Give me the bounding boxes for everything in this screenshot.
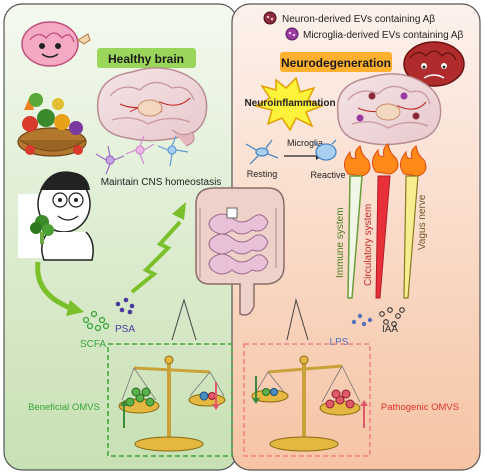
microglia-label: Microglia [287, 138, 323, 148]
psa-molecules [115, 297, 135, 315]
signal-zigzag-arrow [130, 220, 182, 294]
scfa-label: SCFA [80, 339, 106, 350]
iaa-molecules [379, 307, 405, 327]
legend-microglia-evs: Microglia-derived EVs containing Aβ [303, 30, 464, 41]
homeostasis-label: Maintain CNS homeostasis [101, 177, 222, 188]
left-scale-hanger [171, 298, 197, 341]
reactive-microglia-icon [313, 139, 337, 161]
reactive-label: Reactive [310, 170, 345, 180]
beneficial-label: Beneficial OMVS [28, 402, 100, 413]
vagus-nerve-label: Vagus nerve [417, 194, 428, 250]
signal-zigzag-head [172, 202, 186, 220]
immune-system-pathway [347, 175, 363, 299]
healthy-brain-illustration [96, 67, 208, 147]
legend-neuron-evs: Neuron-derived EVs containing Aβ [282, 14, 435, 25]
lps-label: LPS [330, 337, 349, 348]
lps-molecules [351, 313, 373, 327]
neuron-ev-icon [263, 11, 277, 25]
microglia-ev-icon [285, 27, 299, 41]
circulatory-system-pathway [375, 175, 391, 299]
sad-brain-icon [403, 41, 465, 87]
neuroinflammation-label: Neuroinflammation [244, 98, 335, 109]
immune-system-label: Immune system [335, 207, 346, 278]
beneficial-box [107, 343, 233, 457]
scfa-molecules [82, 310, 110, 332]
right-scale-hanger [286, 298, 309, 341]
inflammation-burst [254, 76, 325, 132]
pathogenic-label: Pathogenic OMVS [381, 402, 459, 413]
intestine-illustration [195, 187, 285, 316]
psa-label: PSA [115, 324, 135, 335]
neurodegeneration-title: Neurodegeneration [281, 56, 391, 70]
gut-arrow-head [66, 300, 84, 316]
diseased-brain-illustration [336, 73, 442, 146]
resting-microglia-icon [245, 139, 279, 165]
happy-brain-icon [21, 21, 91, 67]
circulatory-system-label: Circulatory system [363, 204, 374, 286]
resting-label: Resting [247, 169, 278, 179]
neurodegeneration-label-box [280, 52, 392, 72]
healthy-brain-label-box [97, 48, 196, 68]
neuron-cells-icon [95, 135, 189, 175]
healthy-brain-title: Healthy brain [108, 52, 184, 66]
legend: Neuron-derived EVs containing Aβ Microgl… [263, 11, 464, 41]
vegetable-basket-icon [17, 93, 87, 157]
flame-icons [344, 143, 427, 177]
iaa-label: IAA [382, 324, 398, 335]
person-eating-icon [18, 171, 94, 261]
right-balance-scale [251, 355, 361, 452]
vagus-nerve-pathway [403, 175, 419, 299]
pathogenic-box [243, 343, 371, 457]
